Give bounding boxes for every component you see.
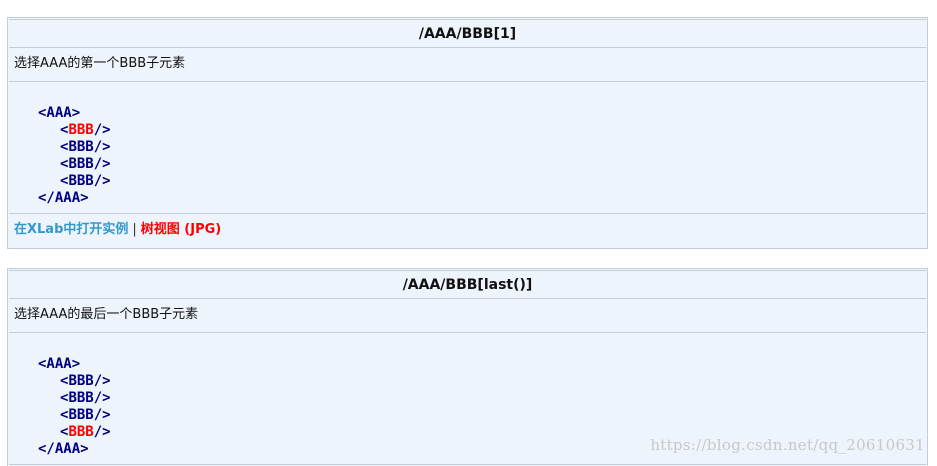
code-line-child: <BBB/> — [60, 156, 111, 172]
example-title: /AAA/BBB[last()] — [9, 270, 926, 299]
example-panel-first: /AAA/BBB[1] 选择AAA的第一个BBB子元素 <AAA> <BBB/>… — [7, 17, 928, 249]
highlighted-element-name: BBB — [68, 122, 94, 138]
code-line-child: <BBB/> — [60, 122, 111, 138]
example-title: /AAA/BBB[1] — [9, 19, 926, 48]
code-line-child: <BBB/> — [60, 407, 111, 423]
code-line-child: <BBB/> — [60, 173, 111, 189]
links-row: 在XLab中打开实例|树视图 (JPG) — [9, 214, 926, 246]
code-block: <AAA> <BBB/> <BBB/> <BBB/> <BBB/> </AAA> — [9, 82, 926, 214]
watermark-text: https://blog.csdn.net/qq_20610631 — [650, 436, 925, 454]
code-line-open: <AAA> — [38, 105, 81, 121]
highlighted-element-name: BBB — [68, 424, 94, 440]
code-block: <AAA> <BBB/> <BBB/> <BBB/> <BBB/> </AAA> — [9, 333, 926, 465]
code-line-close: </AAA> — [38, 190, 89, 206]
example-description: 选择AAA的最后一个BBB子元素 — [9, 299, 926, 333]
code-line-close: </AAA> — [38, 441, 89, 457]
open-in-xlab-link[interactable]: 在XLab中打开实例 — [14, 222, 129, 237]
code-line-open: <AAA> — [38, 356, 81, 372]
code-line-child: <BBB/> — [60, 373, 111, 389]
code-line-child: <BBB/> — [60, 390, 111, 406]
example-description: 选择AAA的第一个BBB子元素 — [9, 48, 926, 82]
link-separator: | — [132, 222, 137, 237]
example-panel-last: /AAA/BBB[last()] 选择AAA的最后一个BBB子元素 <AAA> … — [7, 268, 928, 466]
code-line-child: <BBB/> — [60, 424, 111, 440]
code-line-child: <BBB/> — [60, 139, 111, 155]
tree-view-link[interactable]: 树视图 (JPG) — [140, 222, 222, 237]
